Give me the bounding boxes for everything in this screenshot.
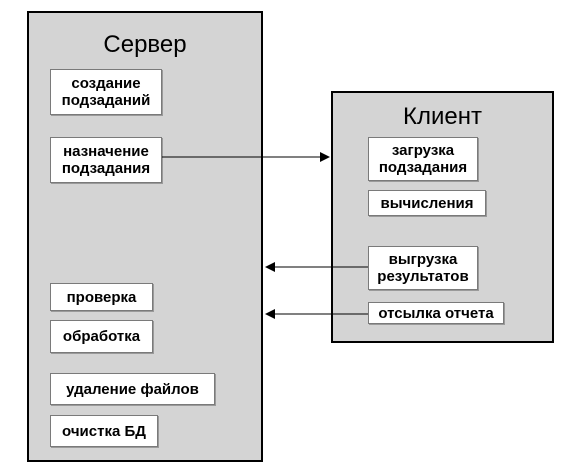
- server-task-create-subtasks: создание подзаданий: [50, 69, 162, 115]
- client-task-upload-results: выгрузка результатов: [368, 246, 478, 290]
- server-task-delete-files: удаление файлов: [50, 373, 215, 405]
- client-task-send-report: отсылка отчета: [368, 302, 504, 324]
- server-task-check: проверка: [50, 283, 153, 311]
- server-task-assign-subtask: назначение подзадания: [50, 137, 162, 183]
- server-title: Сервер: [103, 31, 187, 58]
- client-panel: Клиент: [331, 91, 554, 343]
- server-task-clear-db: очистка БД: [50, 415, 158, 447]
- server-task-process: обработка: [50, 320, 153, 353]
- client-task-download-subtask: загрузка подзадания: [368, 137, 478, 181]
- client-task-compute: вычисления: [368, 190, 486, 216]
- client-title: Клиент: [403, 103, 482, 130]
